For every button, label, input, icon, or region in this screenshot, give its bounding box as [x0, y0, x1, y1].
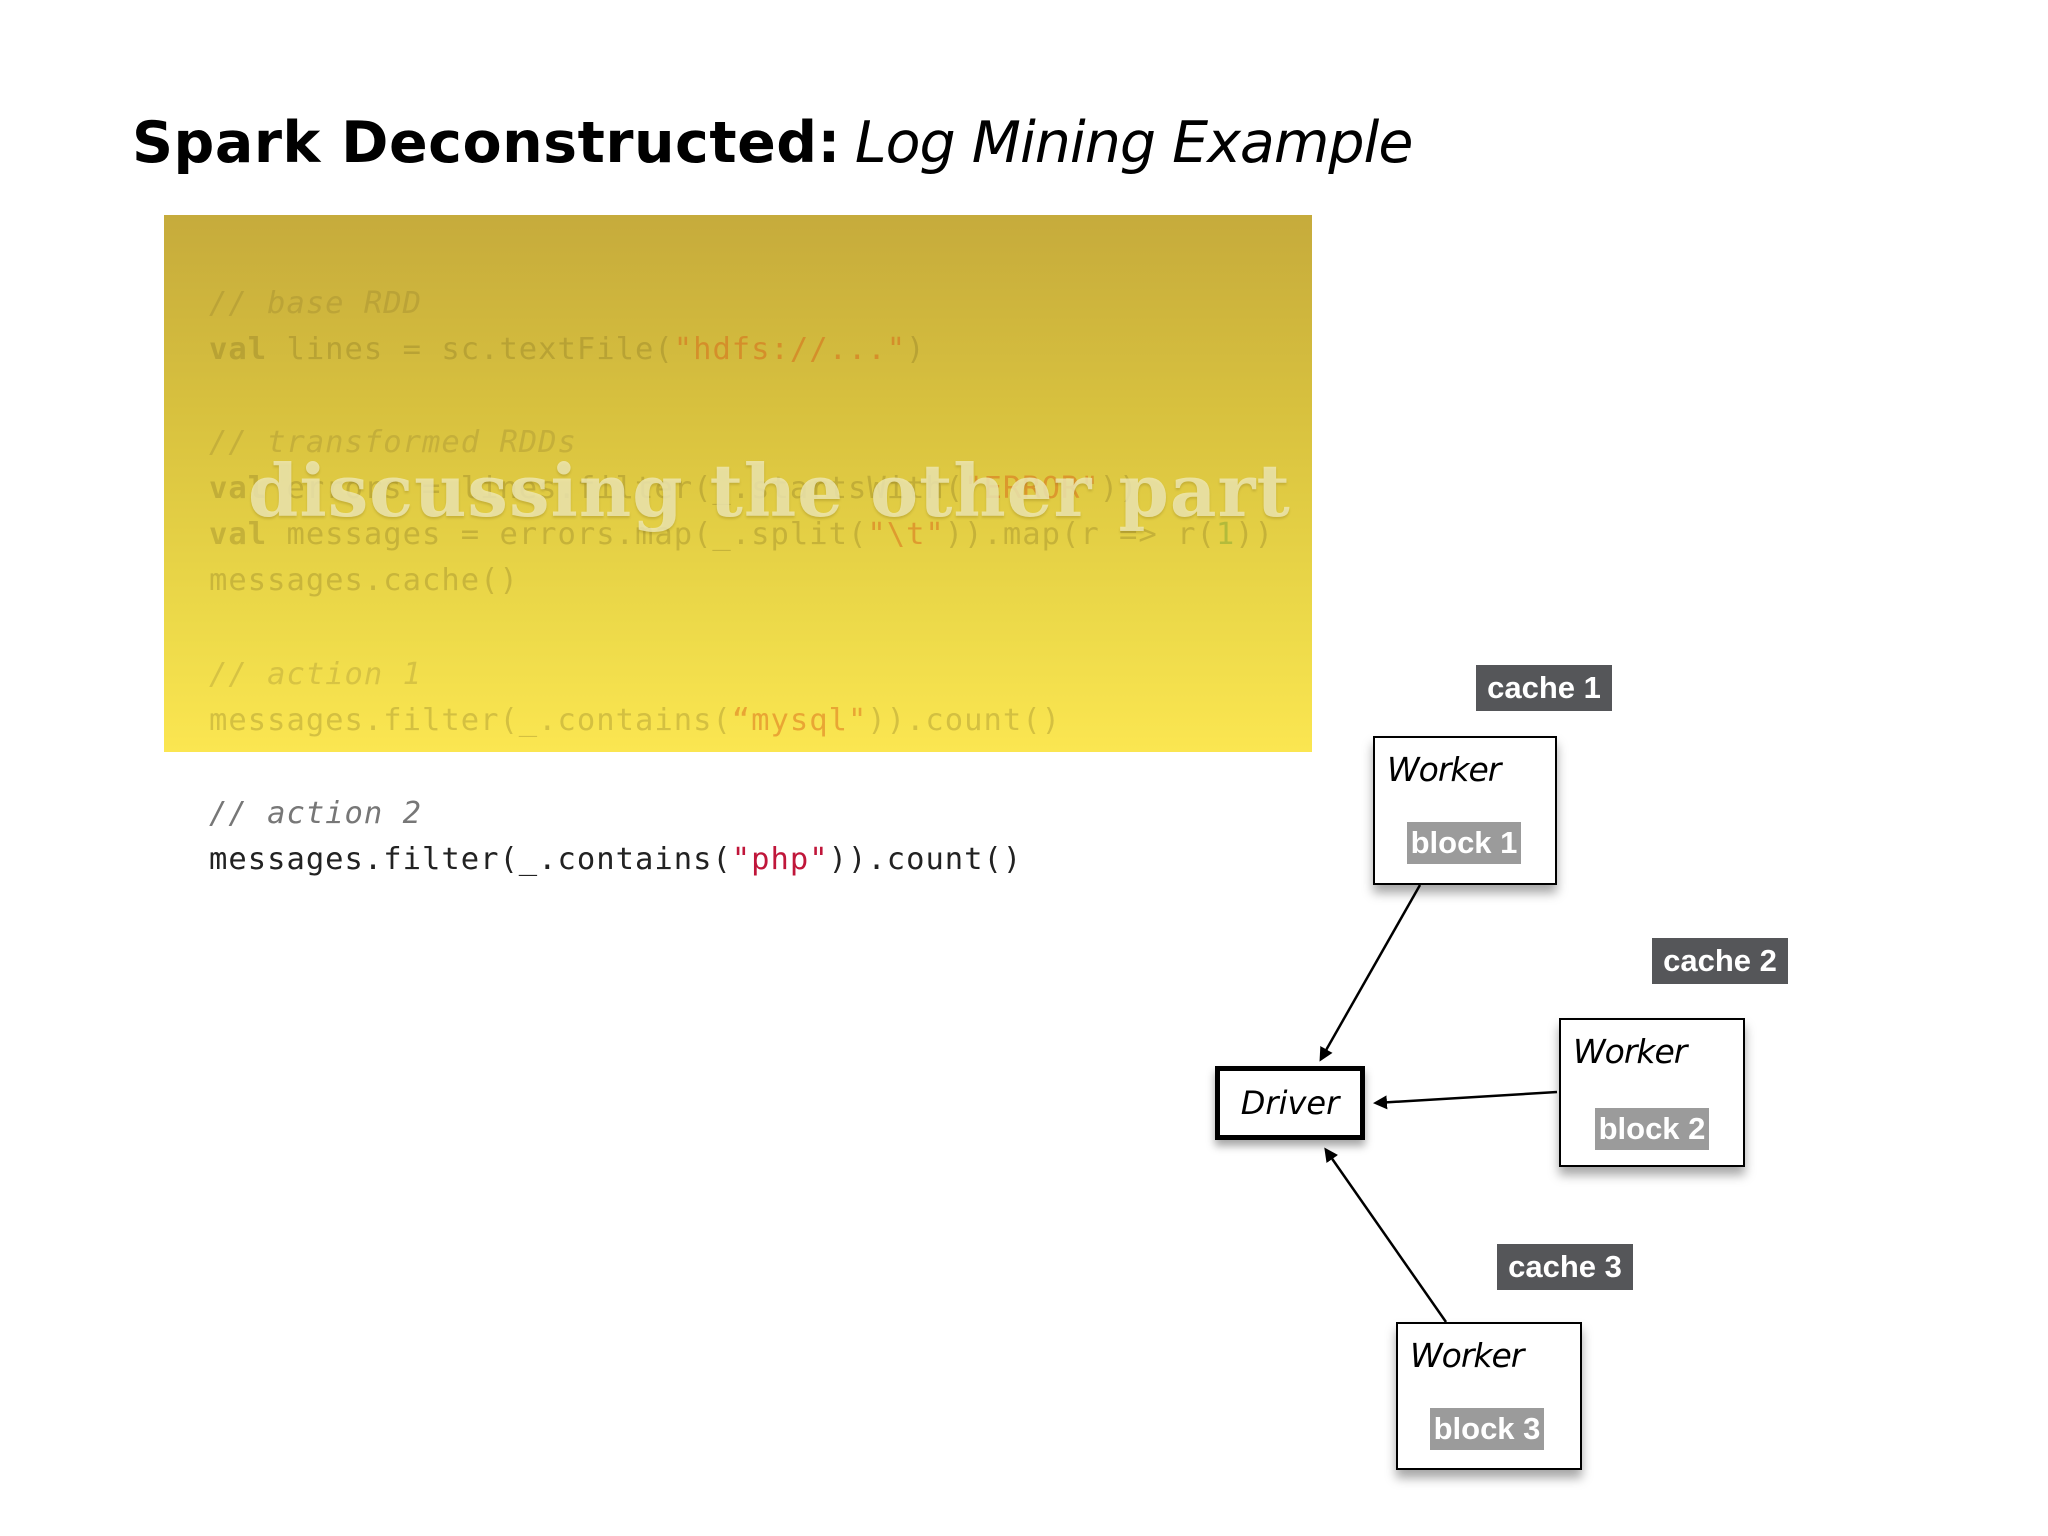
worker-2-label: Worker — [1573, 1032, 1687, 1071]
worker-3-label: Worker — [1410, 1336, 1524, 1375]
code-keyword: val — [209, 332, 268, 367]
code-text: )).count() — [867, 703, 1061, 738]
cache-1-tag: cache 1 — [1476, 665, 1612, 711]
code-line-action-2: messages.filter(_.contains("php")).count… — [209, 837, 1022, 883]
code-line-2: val lines = sc.textFile("hdfs://...") — [209, 327, 925, 373]
code-keyword: val — [209, 517, 268, 552]
code-line-action-2-comment: // action 2 — [209, 791, 422, 837]
slide-title-sub: Log Mining Example — [854, 110, 1414, 176]
code-string: "ERROR" — [964, 471, 1100, 506]
code-comment: // base RDD — [209, 286, 422, 321]
code-string: "\t" — [867, 517, 945, 552]
cache-2-tag: cache 2 — [1652, 938, 1788, 984]
overlay-caption: discussing the other part — [248, 448, 1291, 533]
code-comment: // action 1 — [209, 657, 422, 692]
code-text: messages.filter(_.contains( — [209, 842, 732, 877]
code-text: lines = sc.textFile( — [267, 332, 674, 367]
code-line-8: messages.filter(_.contains(“mysql")).cou… — [209, 698, 1061, 744]
block-3: block 3 — [1430, 1408, 1544, 1450]
arrow-worker2-to-driver — [1373, 1090, 1558, 1110]
worker-3: Worker block 3 — [1396, 1322, 1582, 1470]
driver-node: Driver — [1215, 1066, 1365, 1140]
code-text: errors = lines.filter(_.startsWith( — [267, 471, 965, 506]
code-text: )).map(r => r( — [944, 517, 1216, 552]
code-text: ) — [906, 332, 926, 367]
code-text: )) — [1235, 517, 1274, 552]
worker-1: Worker block 1 — [1373, 736, 1557, 885]
code-text: messages.cache() — [209, 563, 519, 598]
code-line-1: // base RDD — [209, 281, 422, 327]
code-line-5: val messages = errors.map(_.split("\t"))… — [209, 512, 1274, 558]
worker-1-label: Worker — [1387, 750, 1501, 789]
code-text: )) — [1099, 471, 1139, 506]
code-line-6: messages.cache() — [209, 558, 519, 604]
code-line-3: // transformed RDDs — [209, 420, 577, 466]
block-2: block 2 — [1595, 1108, 1709, 1150]
code-comment: // action 2 — [209, 796, 422, 831]
code-line-4: val errors = lines.filter(_.startsWith("… — [209, 466, 1138, 512]
code-string: “mysql" — [731, 703, 868, 738]
cache-3-tag: cache 3 — [1497, 1244, 1633, 1290]
worker-2: Worker block 2 — [1559, 1018, 1745, 1167]
arrow-worker3-to-driver — [1324, 1147, 1448, 1323]
code-keyword: val — [209, 471, 268, 506]
code-string: "hdfs://..." — [673, 332, 907, 367]
code-line-7: // action 1 — [209, 652, 422, 698]
slide-title-main: Spark Deconstructed: — [132, 110, 841, 176]
code-text: messages.filter(_.contains( — [209, 703, 732, 738]
code-number: 1 — [1215, 517, 1236, 552]
code-string: "php" — [731, 842, 829, 877]
code-text: messages = errors.map(_.split( — [267, 517, 868, 552]
highlight-overlay — [164, 215, 1312, 752]
block-1: block 1 — [1407, 822, 1521, 864]
arrow-worker1-to-driver — [1319, 884, 1422, 1062]
code-comment: // transformed RDDs — [209, 425, 577, 460]
slide-title: Spark Deconstructed:Log Mining Example — [132, 110, 1414, 190]
code-text: )).count() — [828, 842, 1023, 877]
